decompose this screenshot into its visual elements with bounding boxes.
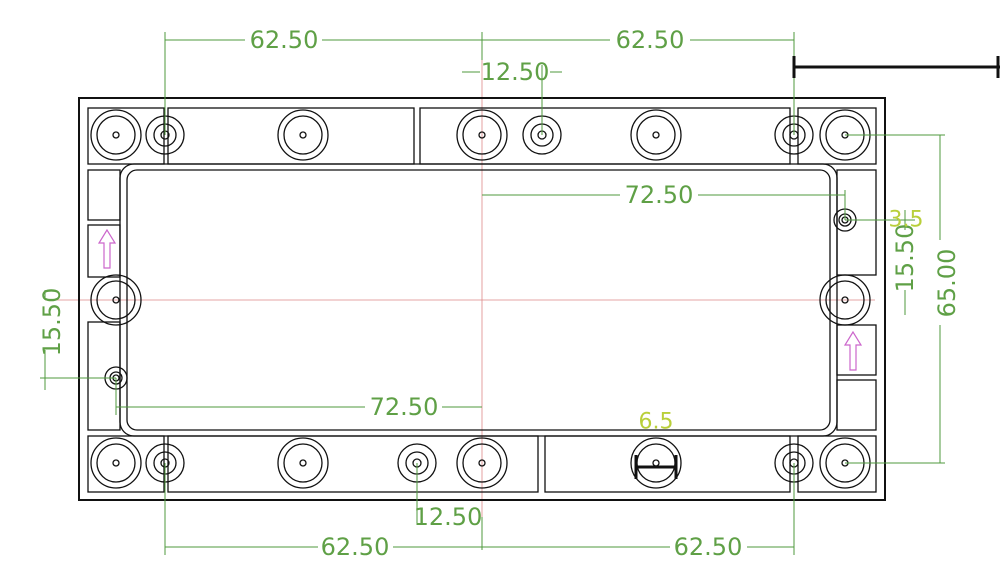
dim-bottom-left: 62.50 xyxy=(321,533,390,561)
boss-hole xyxy=(819,274,871,326)
dim-small-hole: 3.5 xyxy=(889,208,924,233)
boss-hole xyxy=(277,437,329,489)
inner-opening xyxy=(126,169,831,431)
dim-top-left: 62.50 xyxy=(250,26,319,54)
boss-hole xyxy=(456,109,508,161)
dim-right-offset: 15.50 xyxy=(891,224,919,293)
boss-hole xyxy=(630,109,682,161)
dim-hole-diameter: 6.5 xyxy=(639,410,674,435)
dimension-lines xyxy=(40,32,945,555)
dim-bottom-right: 62.50 xyxy=(674,533,743,561)
hole-diameter-bar xyxy=(634,455,678,479)
mounting-holes xyxy=(90,109,871,489)
boss-hole xyxy=(277,109,329,161)
boss-hole xyxy=(90,437,142,489)
up-arrow-icon xyxy=(97,228,117,269)
dim-lower-width: 72.50 xyxy=(370,393,439,421)
boss-hole xyxy=(456,437,508,489)
scale-bar xyxy=(792,56,1000,78)
boss-hole xyxy=(90,274,142,326)
outer-frame xyxy=(78,97,886,501)
dim-top-right: 62.50 xyxy=(616,26,685,54)
dim-left-offset: 15.50 xyxy=(38,288,66,357)
dim-right-height: 65.00 xyxy=(933,249,961,318)
dim-top-offset: 12.50 xyxy=(481,58,550,86)
boss-hole xyxy=(630,437,682,489)
up-arrow-icon xyxy=(843,330,863,371)
boss-hole xyxy=(90,109,142,161)
dim-upper-width: 72.50 xyxy=(625,181,694,209)
dim-bottom-offset: 12.50 xyxy=(414,503,483,531)
